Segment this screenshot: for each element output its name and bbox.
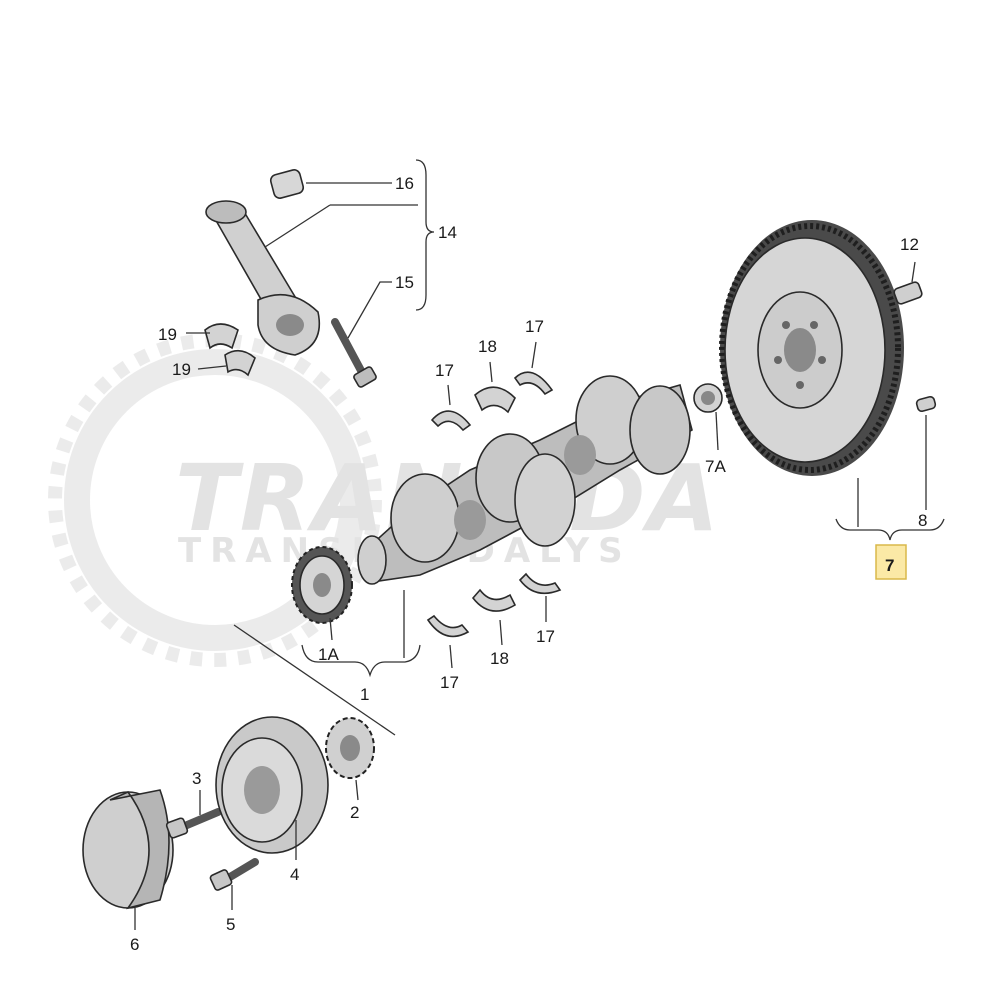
label-3[interactable]: 3 (192, 769, 201, 788)
small-end-bushing (269, 169, 305, 199)
crankshaft-timing-gear (325, 717, 375, 779)
crankshaft (357, 375, 693, 585)
label-1[interactable]: 1 (360, 685, 369, 704)
pilot-bearing (693, 383, 723, 413)
label-14[interactable]: 14 (438, 223, 457, 242)
flywheel-bolt (893, 281, 923, 305)
main-bearing-shell-top (474, 386, 516, 414)
label-17-left[interactable]: 17 (435, 361, 454, 380)
flywheel (719, 220, 904, 476)
label-17-top[interactable]: 17 (525, 317, 544, 336)
thrust-washer-top-left (430, 410, 472, 432)
main-bearing-shell-bottom (471, 588, 517, 612)
thrust-washer-bottom-right (518, 572, 562, 595)
label-8[interactable]: 8 (918, 511, 927, 530)
thrust-washer-top-right (513, 371, 554, 396)
label-7a[interactable]: 7A (705, 457, 726, 476)
label-19-upper[interactable]: 19 (158, 325, 177, 344)
label-5[interactable]: 5 (226, 915, 235, 934)
dowel-pin (915, 395, 937, 413)
vibration-damper-pulley (215, 716, 329, 854)
label-17-bottom[interactable]: 17 (440, 673, 459, 692)
label-16[interactable]: 16 (395, 174, 414, 193)
thrust-washer-bottom-left (426, 614, 470, 638)
highlight-box-7 (875, 544, 907, 580)
label-4[interactable]: 4 (290, 865, 299, 884)
label-7[interactable]: 7 (885, 556, 894, 575)
label-1a[interactable]: 1A (318, 645, 339, 664)
damper-bolt (209, 858, 259, 891)
label-18-top[interactable]: 18 (478, 337, 497, 356)
label-6[interactable]: 6 (130, 935, 139, 954)
label-18-bottom[interactable]: 18 (490, 649, 509, 668)
label-2[interactable]: 2 (350, 803, 359, 822)
label-17-bottom-right[interactable]: 17 (536, 627, 555, 646)
label-19-lower[interactable]: 19 (172, 360, 191, 379)
label-12[interactable]: 12 (900, 235, 919, 254)
cover-cap (82, 789, 174, 910)
pulley-bolt (165, 808, 222, 839)
conrod-bearing-shells (204, 323, 256, 377)
conrod-bolt (331, 318, 377, 388)
label-15[interactable]: 15 (395, 273, 414, 292)
connecting-rod (205, 200, 320, 356)
crankshaft-sprocket (291, 546, 353, 624)
